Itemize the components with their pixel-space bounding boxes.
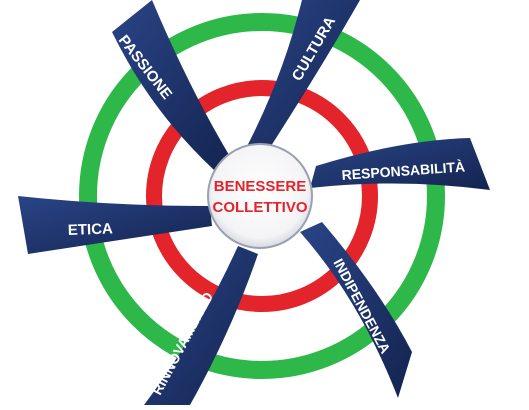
outer-ring — [79, 13, 445, 379]
center-title-line2: COLLETTIVO — [213, 199, 308, 216]
blade-label-etica: ETICA — [68, 220, 114, 239]
blade-cultura: CULTURA — [244, 0, 360, 160]
inner-ring — [146, 80, 378, 312]
blade-etica: ETICA — [18, 196, 212, 254]
blade-rinnovamento: RINNOVAMENTO — [144, 246, 258, 405]
center-title-line1: BENESSERE — [214, 178, 307, 195]
center-circle — [207, 143, 313, 249]
blade-responsabilita: RESPONSABILITÀ — [310, 138, 490, 190]
